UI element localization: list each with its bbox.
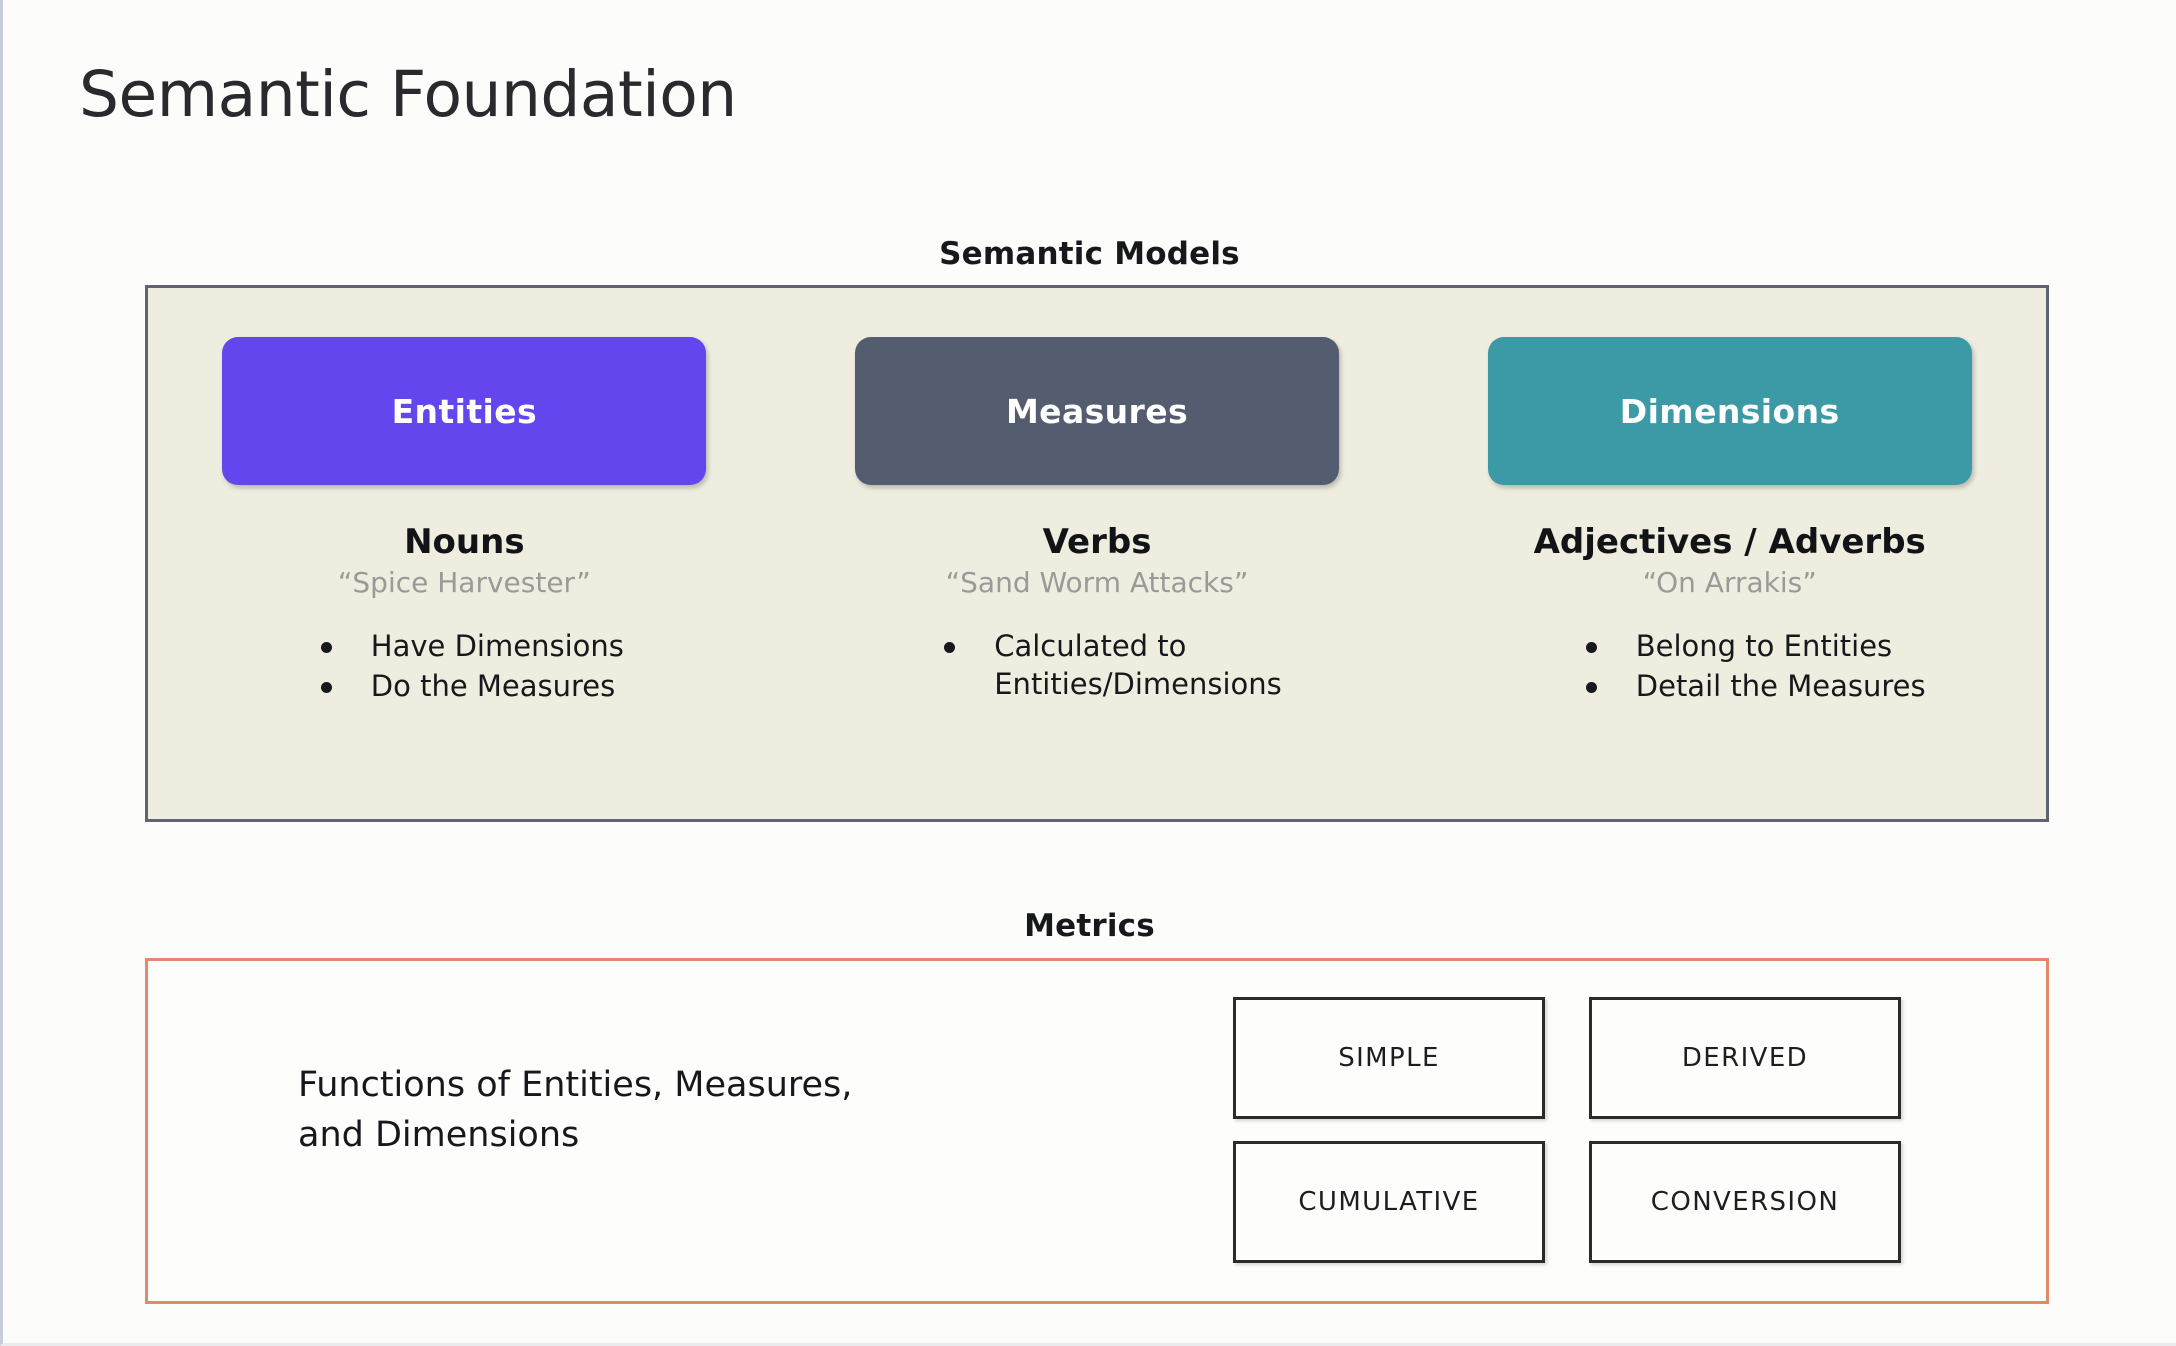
entities-pill[interactable]: Entities	[222, 337, 707, 485]
semantic-models-panel: Entities Nouns “Spice Harvester” Have Di…	[145, 285, 2049, 822]
metric-type-derived[interactable]: DERIVED	[1589, 997, 1901, 1119]
entities-bullet-list: Have Dimensions Do the Measures	[299, 627, 624, 708]
metrics-heading: Metrics	[1024, 908, 1155, 944]
measures-part-of-speech: Verbs	[1042, 522, 1152, 562]
dimensions-example: “On Arrakis”	[1642, 566, 1817, 599]
metric-type-grid: SIMPLE DERIVED CUMULATIVE CONVERSION	[1233, 997, 1901, 1263]
list-item: Do the Measures	[299, 667, 624, 705]
entities-part-of-speech: Nouns	[404, 522, 525, 562]
semantic-models-heading: Semantic Models	[939, 236, 1240, 272]
measures-bullet-list: Calculated to Entities/Dimensions	[922, 627, 1282, 706]
metric-type-simple[interactable]: SIMPLE	[1233, 997, 1545, 1119]
metrics-panel: Functions of Entities, Measures, and Dim…	[145, 958, 2049, 1304]
semantic-model-column-entities: Entities Nouns “Spice Harvester” Have Di…	[148, 288, 781, 819]
metric-type-cumulative[interactable]: CUMULATIVE	[1233, 1141, 1545, 1263]
list-item: Have Dimensions	[299, 627, 624, 665]
semantic-model-column-dimensions: Dimensions Adjectives / Adverbs “On Arra…	[1413, 288, 2046, 819]
metric-type-conversion[interactable]: CONVERSION	[1589, 1141, 1901, 1263]
semantic-model-column-measures: Measures Verbs “Sand Worm Attacks” Calcu…	[781, 288, 1414, 819]
entities-example: “Spice Harvester”	[337, 566, 591, 599]
list-item: Belong to Entities	[1564, 627, 1926, 665]
list-item: Detail the Measures	[1564, 667, 1926, 705]
list-item: Calculated to Entities/Dimensions	[922, 627, 1282, 704]
measures-example: “Sand Worm Attacks”	[945, 566, 1249, 599]
metrics-description-line-1: Functions of Entities, Measures,	[298, 1065, 853, 1105]
metrics-description: Functions of Entities, Measures, and Dim…	[298, 1061, 852, 1160]
dimensions-pill[interactable]: Dimensions	[1487, 337, 1972, 485]
dimensions-bullet-list: Belong to Entities Detail the Measures	[1564, 627, 1926, 708]
semantic-models-columns: Entities Nouns “Spice Harvester” Have Di…	[148, 288, 2046, 819]
dimensions-part-of-speech: Adjectives / Adverbs	[1533, 522, 1926, 562]
metrics-description-line-2: and Dimensions	[298, 1114, 580, 1155]
page-title: Semantic Foundation	[79, 58, 737, 131]
measures-pill[interactable]: Measures	[855, 337, 1339, 485]
